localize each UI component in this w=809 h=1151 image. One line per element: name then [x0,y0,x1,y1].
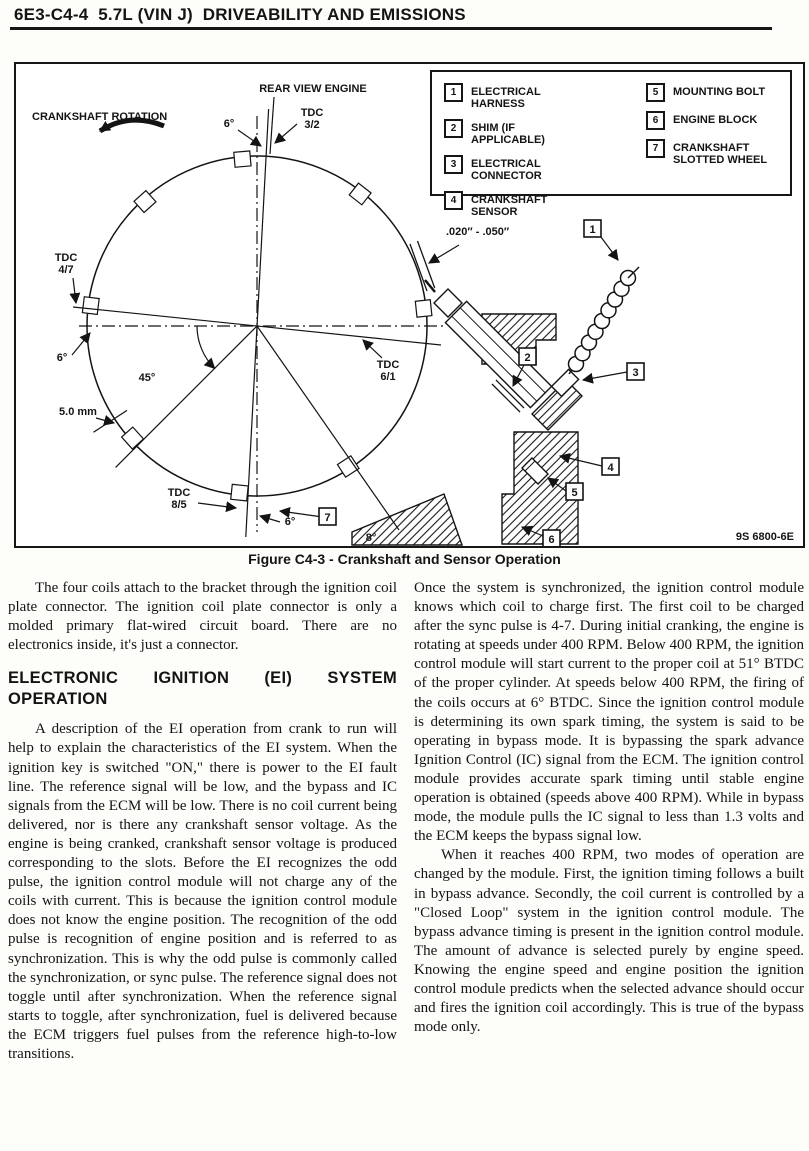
angle-bottom-label: 6° [258,513,296,528]
svg-text:TDC: TDC [377,359,400,371]
legend-number: 3 [444,155,463,174]
angle-left-label: 6° [57,332,91,364]
callout-6: 6 [520,525,561,546]
legend-label: ELECTRICAL CONNECTOR [471,158,542,182]
sensor-tip [433,288,463,318]
mounting-bolt [521,457,549,485]
callout-4: 4 [558,452,620,476]
tdc-3-2-label: TDC 3/2 [274,107,324,144]
legend-label: CRANKSHAFT SLOTTED WHEEL [673,142,768,166]
paragraph-sync: Once the system is synchronized, the ign… [414,580,804,845]
shim [491,379,525,413]
angle-45-label: 45° [139,372,156,384]
wheel-callout-7: 7 [278,506,337,526]
angle-top-label: 6° [224,118,262,147]
tdc-4-7-label: TDC 4/7 [55,252,81,305]
legend-item-4: 4 CRANKSHAFT SENSOR [444,191,640,218]
svg-text:5: 5 [571,487,577,499]
electrical-harness-coil [567,269,637,373]
svg-text:1: 1 [589,224,595,236]
legend-item-5: 5 MOUNTING BOLT [646,83,784,102]
callout-2: 2 [512,347,537,387]
svg-text:6°: 6° [224,118,235,130]
section-heading: ELECTRONIC IGNITION (EI) SYSTEM OPERATIO… [8,669,397,709]
legend-label: ELECTRICAL HARNESS [471,86,541,110]
svg-text:TDC: TDC [301,107,324,119]
svg-text:5.0 mm: 5.0 mm [59,406,97,418]
legend-label: ENGINE BLOCK [673,114,758,126]
legend-label: SHIM (IF APPLICABLE) [471,122,545,146]
svg-text:6°: 6° [57,352,68,364]
body-text: The four coils attach to the bracket thr… [8,579,804,1064]
electrical-connector [550,368,580,398]
left-column: The four coils attach to the bracket thr… [8,579,397,1064]
paragraph-coils: The four coils attach to the bracket thr… [8,580,397,654]
right-column: Once the system is synchronized, the ign… [414,579,804,1064]
legend-label: CRANKSHAFT SENSOR [471,194,548,218]
svg-text:7: 7 [324,512,330,524]
header-rule [10,27,772,30]
legend-number: 6 [646,111,665,130]
legend-number: 4 [444,191,463,210]
figure-legend: 1 ELECTRICAL HARNESS 2 SHIM (IF APPLICAB… [430,70,792,218]
sensor-assembly [351,266,640,546]
figure-caption: Figure C4-3 - Crankshaft and Sensor Oper… [248,551,561,567]
page-header: 6E3-C4-4 5.7L (VIN J) DRIVEABILITY AND E… [14,5,466,24]
legend-number: 5 [646,83,665,102]
callout-5: 5 [547,477,584,501]
wheel-slots [81,150,433,502]
legend-number: 1 [444,83,463,102]
svg-text:4: 4 [607,462,614,474]
paragraph-ei-operation: A description of the EI operation from c… [8,721,397,1062]
legend-label: MOUNTING BOLT [673,86,766,98]
callout-1: 1 [583,219,619,261]
legend-number: 7 [646,139,665,158]
engine-block-wedge [351,493,463,546]
legend-item-3: 3 ELECTRICAL CONNECTOR [444,155,640,182]
svg-text:6: 6 [548,534,554,546]
sensor-gap-label: .020″ - .050″ [409,226,510,292]
figure-box: REAR VIEW ENGINE CRANKSHAFT ROTATION 6° … [14,62,805,548]
callout-3: 3 [581,362,645,384]
figure-part-code: 9S 6800-6E [736,531,794,543]
tdc-6-1-label: TDC 6/1 [362,339,400,383]
timing-lines [72,96,444,538]
svg-text:TDC: TDC [55,252,78,264]
rotation-arrow [98,117,165,134]
rear-view-engine-label: REAR VIEW ENGINE [259,83,367,95]
svg-text:8/5: 8/5 [171,499,186,511]
svg-text:6°: 6° [285,516,296,528]
paragraph-bypass-modes: When it reaches 400 RPM, two modes of op… [414,847,804,1036]
legend-item-7: 7 CRANKSHAFT SLOTTED WHEEL [646,139,784,166]
legend-item-1: 1 ELECTRICAL HARNESS [444,83,640,110]
legend-number: 2 [444,119,463,138]
slot-depth-label: 5.0 mm [59,406,116,426]
svg-text:.020″ - .050″: .020″ - .050″ [446,226,510,238]
engine-block-band [531,379,583,431]
legend-item-6: 6 ENGINE BLOCK [646,111,784,130]
svg-text:6/1: 6/1 [380,371,395,383]
svg-text:3: 3 [632,367,638,379]
svg-text:3/2: 3/2 [304,119,319,131]
svg-text:4/7: 4/7 [58,264,73,276]
crankshaft-diagram: REAR VIEW ENGINE CRANKSHAFT ROTATION 6° … [32,83,794,546]
svg-text:TDC: TDC [168,487,191,499]
svg-text:2: 2 [524,352,530,364]
legend-item-2: 2 SHIM (IF APPLICABLE) [444,119,640,146]
tdc-8-5-label: TDC 8/5 [168,487,238,513]
crankshaft-rotation-label: CRANKSHAFT ROTATION [32,111,167,123]
